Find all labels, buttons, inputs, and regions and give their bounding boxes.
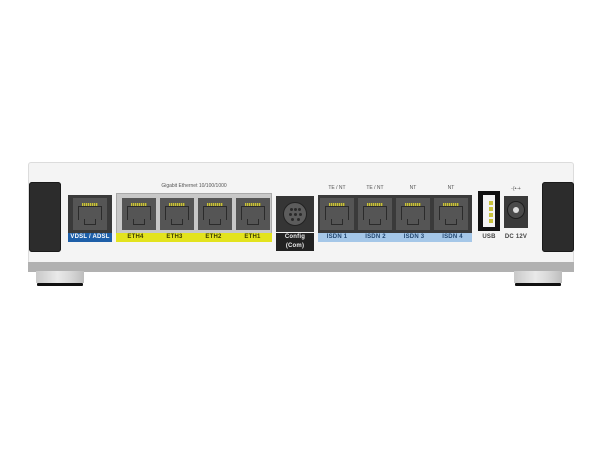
usb-label: USB — [482, 234, 496, 240]
wan-port-frame — [68, 195, 112, 233]
right-foot-shadow — [515, 283, 561, 286]
isdn4-mode: NT — [447, 185, 455, 191]
eth4-port-icon[interactable] — [122, 198, 156, 230]
ethernet-group — [116, 193, 272, 235]
isdn4-label: ISDN 4 — [433, 233, 472, 242]
config-port-label: Config (Com) — [276, 233, 314, 251]
isdn1-label: ISDN 1 — [318, 233, 356, 242]
ethernet-group-label: Gigabit Ethernet 10/100/1000 — [161, 183, 227, 189]
isdn1-mode: TE / NT — [328, 185, 346, 191]
right-bumper — [542, 182, 574, 252]
isdn3-mode: NT — [409, 185, 417, 191]
eth4-label: ETH4 — [116, 233, 155, 242]
eth2-port-icon[interactable] — [198, 198, 232, 230]
isdn2-mode: TE / NT — [366, 185, 384, 191]
eth1-label: ETH1 — [233, 233, 272, 242]
rj45-port-icon[interactable] — [73, 198, 107, 230]
usb-port-icon[interactable] — [478, 191, 500, 231]
dc-power-jack-icon[interactable] — [504, 196, 528, 228]
isdn2-port-icon[interactable] — [358, 198, 392, 230]
isdn1-port-icon[interactable] — [320, 198, 354, 230]
left-bumper — [29, 182, 61, 252]
right-foot — [514, 271, 562, 283]
config-port[interactable] — [276, 196, 314, 232]
isdn2-label: ISDN 2 — [356, 233, 395, 242]
mini-din-port-icon — [283, 202, 307, 226]
isdn3-label: ISDN 3 — [395, 233, 433, 242]
isdn3-port-icon[interactable] — [396, 198, 430, 230]
eth3-port-icon[interactable] — [160, 198, 194, 230]
eth3-label: ETH3 — [155, 233, 194, 242]
eth1-port-icon[interactable] — [236, 198, 270, 230]
isdn-port-frame — [318, 195, 472, 233]
wan-port-label: VDSL / ADSL — [68, 233, 112, 242]
power-polarity-icon: -(•-+ — [511, 186, 521, 192]
router-base — [28, 262, 574, 272]
left-foot-shadow — [37, 283, 83, 286]
eth2-label: ETH2 — [194, 233, 233, 242]
left-foot — [36, 271, 84, 283]
isdn4-port-icon[interactable] — [434, 198, 468, 230]
power-label: DC 12V — [504, 234, 528, 240]
